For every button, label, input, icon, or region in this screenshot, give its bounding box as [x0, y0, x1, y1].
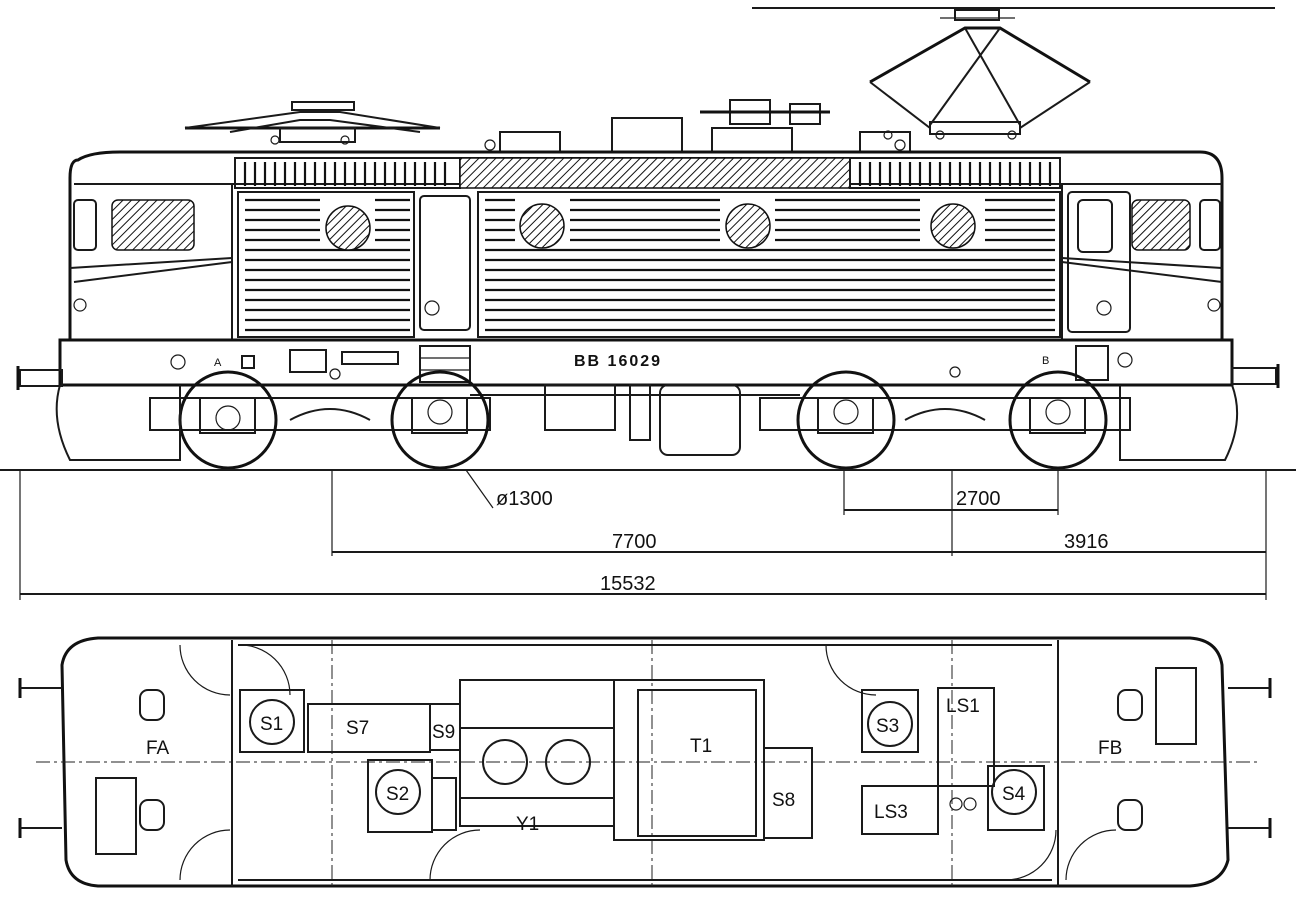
left-skirt: [55, 384, 181, 461]
bogie-centers-dimension: 7700: [612, 531, 657, 553]
plan-buffers: [18, 678, 1272, 838]
equipment-blocks: [239, 679, 1045, 841]
underframe: [16, 338, 1280, 456]
label-s4: S4: [1002, 784, 1026, 805]
label-s3: S3: [876, 716, 899, 737]
pantograph-lowered: [184, 101, 441, 145]
label-s7: S7: [346, 718, 369, 739]
bogie-wheelbase-dimension: 2700: [956, 488, 1001, 510]
roof-equipment: [484, 99, 911, 153]
cab-seats: [95, 667, 1197, 855]
overhang-dimension: 3916: [1064, 531, 1109, 553]
dimension-lines: ø1300 2700 7700 3916 15532: [19, 469, 1267, 600]
road-number: BB 16029: [574, 353, 662, 370]
cab-label-fb: FB: [1098, 738, 1122, 759]
portholes: [325, 203, 976, 251]
door-swings: [179, 644, 1117, 881]
label-s9: S9: [432, 722, 455, 743]
end-marker-b: B: [1042, 355, 1049, 367]
wheel-diameter-dimension: ø1300: [496, 488, 553, 510]
overall-length-dimension: 15532: [600, 573, 656, 595]
label-s8: S8: [772, 790, 795, 811]
pantograph-raised: [869, 9, 1091, 140]
carbody: [68, 150, 1224, 342]
side-elevation: BB 16029 A B: [0, 7, 1296, 471]
plan-view: FA FB S1 S7 S9 S2 Y1 T1 S8 S3 LS1 LS3 S4: [18, 636, 1272, 888]
label-s2: S2: [386, 784, 409, 805]
label-y1: Y1: [516, 814, 539, 835]
side-louvres: [245, 198, 1055, 332]
label-ls1: LS1: [946, 696, 980, 717]
label-s1: S1: [260, 714, 283, 735]
bogie-right: [759, 370, 1131, 470]
label-t1: T1: [690, 736, 712, 757]
label-ls3: LS3: [874, 802, 908, 823]
end-marker-a: A: [214, 357, 222, 369]
right-skirt: [1119, 384, 1239, 461]
cab-label-fa: FA: [146, 738, 170, 759]
